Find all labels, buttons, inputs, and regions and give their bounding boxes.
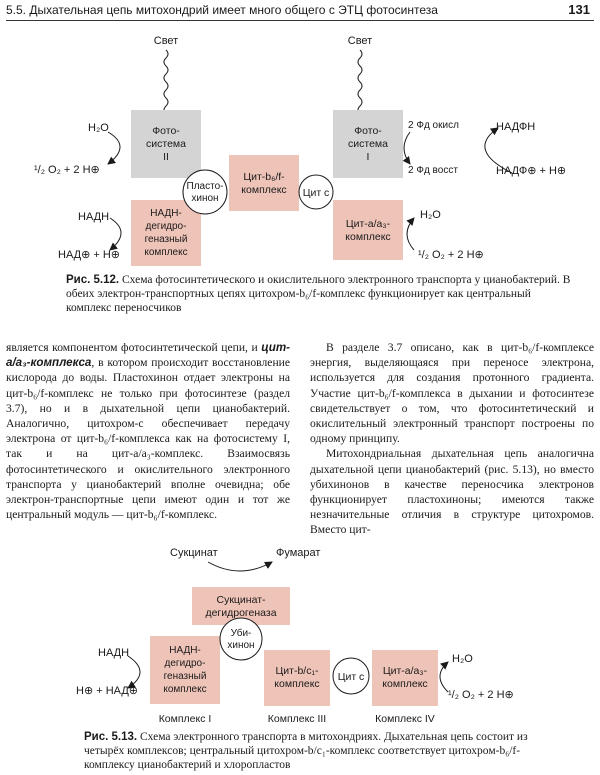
cyt-aa3-label: Цит-a/a₃-комплекс [345, 218, 390, 243]
nad-label-2: H⊕ + НАД⊕ [76, 685, 138, 697]
water-label-2: H₂O [452, 653, 473, 665]
oxygen-label-right: ¹/₂ O₂ + 2 H⊕ [418, 249, 484, 261]
fumarate-label: Фумарат [276, 547, 320, 559]
running-header: 5.5. Дыхательная цепь митохондрий имеет … [6, 0, 594, 21]
ubiquinone-label: Уби-хинон [227, 627, 254, 651]
complex-3-caption: Комплекс III [268, 713, 326, 725]
oxygen-reduction-arrow [406, 217, 415, 251]
right-column: В разделе 3.7 описано, как в цит-b₆/f-ко… [310, 340, 594, 538]
water-label-left: H₂O [88, 122, 109, 134]
cyt-c-circle [298, 174, 334, 210]
figure-5-12-caption: Рис. 5.12. Схема фотосинтетического и ок… [66, 273, 576, 315]
photosystem-1-box [333, 110, 403, 178]
complex-1-box [150, 636, 220, 704]
succinate-oxidation-arrow [207, 561, 273, 572]
ferredoxin-oxidized-label: 2 Фд окисл [408, 120, 459, 131]
nadh-oxidation-arrow [109, 217, 122, 251]
page-number: 131 [568, 2, 590, 17]
light-label-left: Свет [154, 35, 178, 47]
complex-4-caption: Комплекс IV [375, 713, 435, 725]
ferredoxin-reduced-label: 2 Фд восст [408, 165, 458, 176]
nadh-label-2: НАДН [98, 647, 129, 659]
nadh-oxidation-arrow-2 [127, 655, 141, 689]
figure-5-13-text: Схема электронного транспорта в митохонд… [84, 731, 528, 771]
section-title: 5.5. Дыхательная цепь митохондрий имеет … [6, 3, 438, 17]
plastoquinone-circle [182, 169, 228, 215]
photosystem-2-box [131, 110, 201, 178]
figure-5-13-caption: Рис. 5.13. Схема электронного транспорта… [84, 730, 554, 772]
complex-3-box [264, 650, 330, 706]
cyt-b6f-box [229, 155, 299, 211]
right-paragraph-2: Митохондриальная дыхательная цепь аналог… [310, 447, 594, 537]
succinate-dehydrogenase-label: Сукцинат-дегидрогеназа [205, 594, 276, 619]
nadh-label: НАДН [78, 211, 109, 223]
figure-5-12-label: Рис. 5.12. [66, 274, 120, 286]
light-arrow-right [356, 49, 364, 119]
nadp-label: НАДФ⊕ + H⊕ [496, 165, 566, 177]
nadh-dehydrogenase-box [131, 200, 201, 266]
cyt-b6f-label: Цит-b₆/f-комплекс [241, 171, 286, 196]
cyt-c-label: Цит c [303, 187, 330, 199]
oxygen-label-2: ¹/₂ O₂ + 2 H⊕ [448, 689, 514, 701]
emphasized-term: цит-a/a₃-комплекса [6, 341, 290, 370]
figure-5-12-text: Схема фотосинтетического и окислительног… [66, 274, 571, 314]
ubiquinone-circle [219, 617, 263, 661]
water-oxidation-arrow [107, 131, 121, 165]
light-arrow-left [162, 49, 170, 119]
figure-5-13-label: Рис. 5.13. [84, 731, 138, 743]
nad-label: НАД⊕ + H⊕ [58, 249, 120, 261]
left-column: является компонентом фотосинтетической ц… [6, 340, 290, 522]
figure-5-13-diagram: Сукцинат Фумарат Сукцинат-дегидрогеназа … [76, 547, 514, 725]
water-label-right: H₂O [420, 209, 441, 221]
light-label-right: Свет [348, 35, 372, 47]
cyt-c-circle-2 [332, 657, 370, 695]
oxygen-reduction-arrow-2 [439, 661, 449, 693]
oxygen-label-left: ¹/₂ O₂ + 2 H⊕ [34, 164, 100, 176]
right-paragraph-1: В разделе 3.7 описано, как в цит-b₆/f-ко… [310, 341, 594, 446]
complex-3-box-label: Цит-b/c₁-комплекс [274, 665, 319, 690]
succinate-label: Сукцинат [170, 547, 218, 559]
cyt-aa3-box [333, 200, 403, 260]
ferredoxin-reduction-arrow [402, 131, 411, 165]
complex-4-box [372, 650, 438, 706]
plastoquinone-label: Пласто-хинон [187, 181, 224, 204]
nadph-label: НАДФН [496, 121, 535, 133]
cyt-c-label-2: Цит c [338, 671, 365, 683]
left-paragraph: является компонентом фотосинтетической ц… [6, 341, 290, 522]
complex-4-box-label: Цит-a/a₃-комплекс [382, 665, 427, 690]
nadp-reduction-arrow [484, 127, 513, 174]
complex-1-caption: Комплекс I [159, 713, 212, 725]
